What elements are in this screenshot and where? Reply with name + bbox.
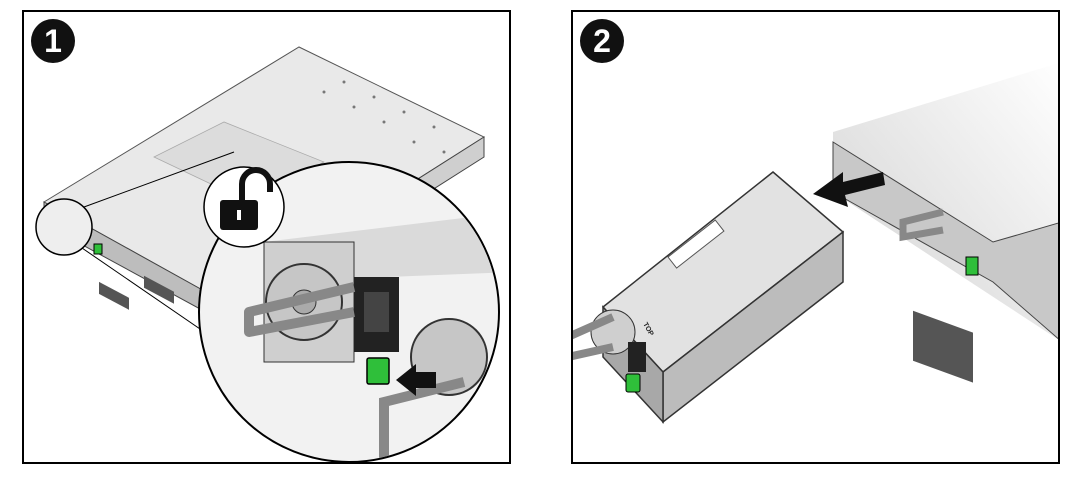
step-number-badge: 2 (580, 19, 624, 63)
release-latch (625, 373, 641, 393)
psu-handle (573, 313, 615, 360)
step-2-panel: 2 TOP (571, 10, 1060, 464)
power-connector (628, 342, 646, 372)
callout-small (35, 198, 93, 256)
psu-handle (244, 282, 356, 337)
push-arrow-icon (396, 364, 436, 396)
pull-arrow-icon (813, 172, 885, 207)
release-latch (366, 357, 390, 385)
latch-small (93, 243, 103, 255)
empty-psu-bay (913, 310, 973, 383)
step-1-panel: 1 (22, 10, 511, 464)
server-illustration (35, 46, 500, 462)
step-number-badge: 1 (31, 19, 75, 63)
unlock-icon (203, 166, 285, 248)
psu-removal-illustration: TOP (573, 63, 1058, 424)
rear-ports (99, 275, 174, 310)
